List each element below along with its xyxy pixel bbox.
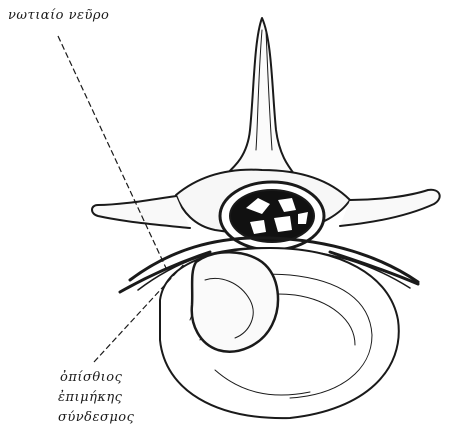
label-ligament-line1: ὀπίσθιος <box>60 370 122 385</box>
spinous-process <box>220 18 300 182</box>
label-ligament-line2: ἐπιμήκης <box>58 390 122 405</box>
leader-line-nerve <box>58 36 166 268</box>
label-ligament-line3: σύνδεσμος <box>58 410 134 425</box>
herniated-nucleus <box>192 252 278 351</box>
right-transverse-process <box>340 190 440 226</box>
left-transverse-process <box>92 196 190 228</box>
label-spinal-nerve: νωτιαίο νεῦρο <box>8 8 109 23</box>
